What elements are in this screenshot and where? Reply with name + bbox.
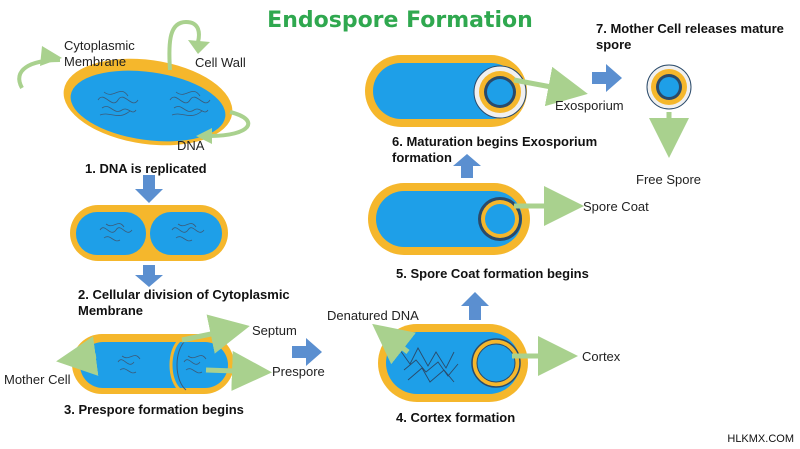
- step-1-caption: 1. DNA is replicated: [85, 161, 207, 176]
- label-prespore: Prespore: [272, 364, 325, 379]
- dna-pointer: [209, 110, 251, 138]
- septum-pointer: [181, 314, 250, 354]
- label-denatured-dna: Denatured DNA: [327, 308, 419, 323]
- mother-cell-pointer: [56, 336, 99, 376]
- flow-arrow-6-7: [592, 64, 622, 92]
- diagram-title: Endospore Formation: [267, 8, 533, 33]
- cell-1-dna-replication: [17, 19, 251, 146]
- flow-arrow-3-4: [292, 338, 322, 366]
- step-2-caption: 2. Cellular division of Cytoplasmic Memb…: [78, 287, 290, 318]
- flow-arrow-4-5: [461, 292, 489, 320]
- label-mother-cell: Mother Cell: [4, 372, 71, 387]
- step-4-caption: 4. Cortex formation: [396, 410, 516, 425]
- exosporium-pointer: [513, 66, 588, 107]
- label-spore-coat: Spore Coat: [583, 199, 649, 214]
- step-6-caption: 6. Maturation begins Exosporium formatio…: [392, 134, 598, 165]
- label-free-spore: Free Spore: [636, 172, 702, 187]
- label-septum: Septum: [252, 323, 297, 338]
- cell-3-prespore: [56, 314, 272, 394]
- dna-tangle-icon: [97, 91, 211, 117]
- watermark: HLKMX.COM: [727, 433, 794, 445]
- flow-arrow-1-2: [135, 175, 163, 203]
- cell-4-cortex: [372, 323, 578, 402]
- cell-5-spore-coat: [368, 183, 584, 255]
- dna-tangle-icon: [117, 355, 207, 374]
- flow-arrow-2-3: [135, 265, 163, 287]
- step-3-caption: 3. Prespore formation begins: [64, 402, 244, 417]
- cell-wall-pointer: [167, 19, 201, 71]
- step-7-caption: 7. Mother Cell releases mature spore: [596, 21, 784, 52]
- label-cytoplasmic-membrane: Cytoplasmic Membrane: [64, 38, 135, 69]
- cytoplasmic-membrane-pointer: [17, 58, 61, 89]
- cell-6-maturation: [365, 55, 588, 127]
- label-cell-wall: Cell Wall: [195, 55, 246, 70]
- prespore-pointer: [205, 350, 272, 391]
- step-5-caption: 5. Spore Coat formation begins: [396, 266, 589, 281]
- denatured-dna-pointer: [372, 323, 416, 365]
- free-spore: [646, 64, 692, 158]
- label-dna: DNA: [177, 138, 205, 153]
- label-cortex: Cortex: [582, 349, 621, 364]
- label-exosporium: Exosporium: [555, 98, 624, 113]
- dna-tangle-icon: [99, 223, 205, 242]
- cell-2-division: [70, 205, 228, 261]
- flow-arrow-5-6: [453, 154, 481, 178]
